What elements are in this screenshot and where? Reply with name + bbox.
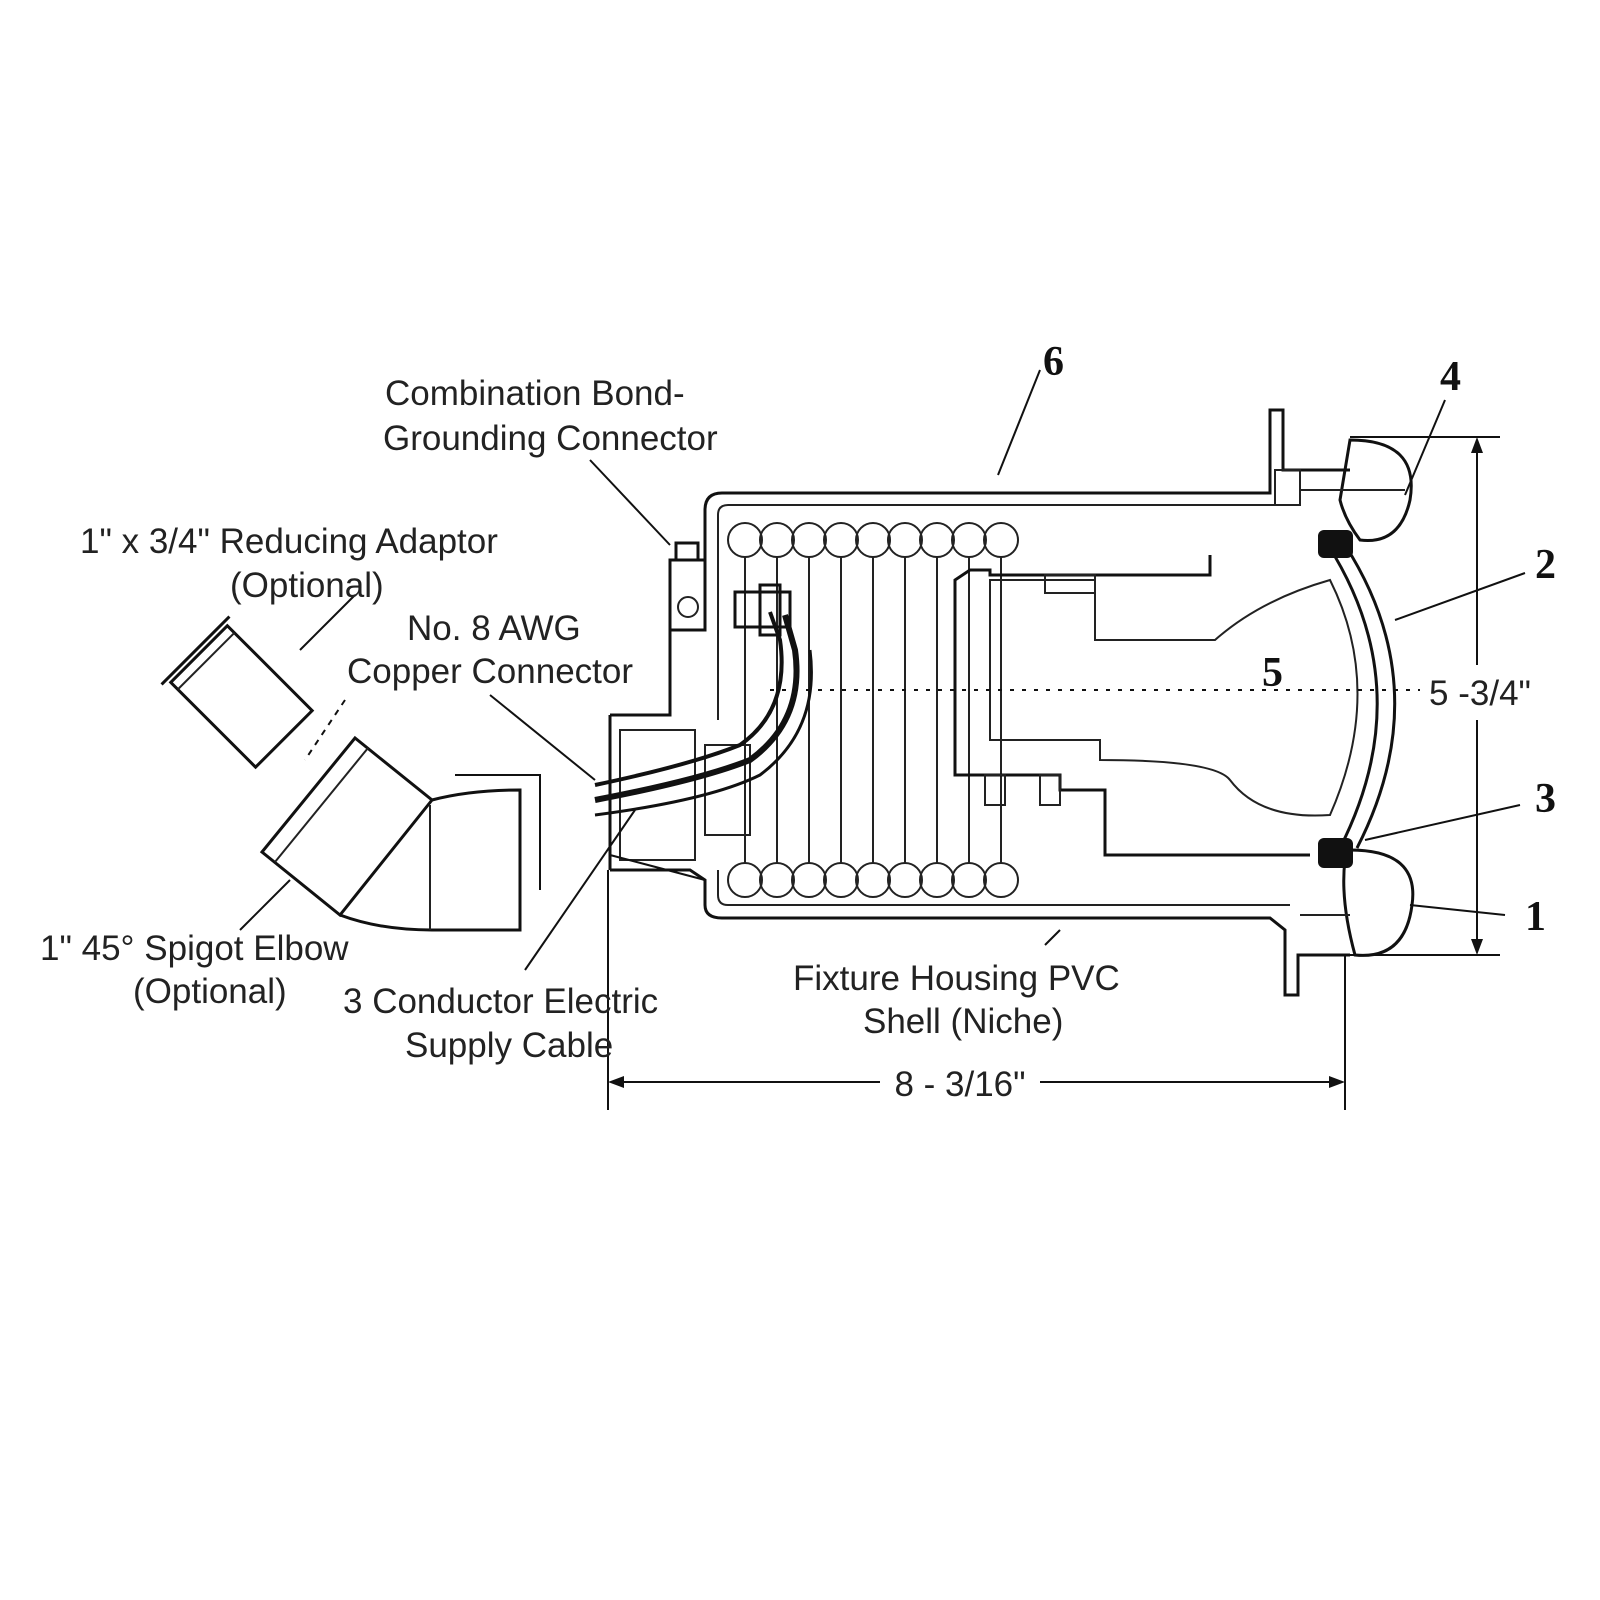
- callout-2: 2: [1535, 542, 1556, 588]
- coil-loop: [983, 522, 1019, 558]
- callout-5: 5: [1262, 650, 1283, 696]
- coil-loop: [759, 862, 795, 898]
- coil-loop: [919, 862, 955, 898]
- adaptor-label-1: 1" x 3/4" Reducing Adaptor: [80, 522, 498, 561]
- dimension-lines: [607, 436, 1500, 1110]
- elbow-label-1: 1" 45° Spigot Elbow: [40, 929, 349, 968]
- reducing-adaptor: [160, 615, 315, 770]
- coil-loop: [791, 522, 827, 558]
- coil-loop: [919, 522, 955, 558]
- coil-loop: [823, 522, 859, 558]
- callout-3: 3: [1535, 776, 1556, 822]
- leader-lines: [239, 369, 1526, 971]
- lamp-bulb: [953, 555, 1359, 857]
- coil-loop: [855, 862, 891, 898]
- coil-loop: [855, 522, 891, 558]
- coil-loop: [887, 862, 923, 898]
- copper-connector-label-1: No. 8 AWG: [407, 609, 581, 648]
- coil-loop: [951, 862, 987, 898]
- coil-loop: [727, 522, 763, 558]
- bond-connector-label-2: Grounding Connector: [383, 419, 718, 458]
- coil-loop: [791, 862, 827, 898]
- spigot-elbow: [259, 735, 522, 932]
- elbow-label-2: (Optional): [133, 972, 287, 1011]
- lens: [1318, 530, 1397, 868]
- bond-connector-label-1: Combination Bond-: [385, 374, 685, 413]
- housing-label-1: Fixture Housing PVC: [793, 959, 1120, 998]
- length-dimension: 8 - 3/16": [894, 1065, 1025, 1104]
- cable-coils: [727, 522, 1019, 898]
- coil-loop: [887, 522, 923, 558]
- callout-4: 4: [1440, 354, 1461, 400]
- cable-label-2: Supply Cable: [405, 1026, 613, 1065]
- housing-shell: [608, 408, 1415, 997]
- coil-loop: [727, 862, 763, 898]
- cable-label-1: 3 Conductor Electric: [343, 982, 658, 1021]
- bond-grounding-connector: [668, 541, 792, 637]
- height-dimension: 5 -3/4": [1429, 674, 1531, 713]
- coil-loop: [759, 522, 795, 558]
- supply-cable: [594, 611, 813, 817]
- coil-loop: [951, 522, 987, 558]
- housing-label-2: Shell (Niche): [863, 1002, 1063, 1041]
- callout-1: 1: [1525, 894, 1546, 940]
- callout-6: 6: [1043, 339, 1064, 385]
- copper-connector-label-2: Copper Connector: [347, 652, 633, 691]
- adaptor-label-2: (Optional): [230, 566, 384, 605]
- coil-loop: [983, 862, 1019, 898]
- coil-loop: [823, 862, 859, 898]
